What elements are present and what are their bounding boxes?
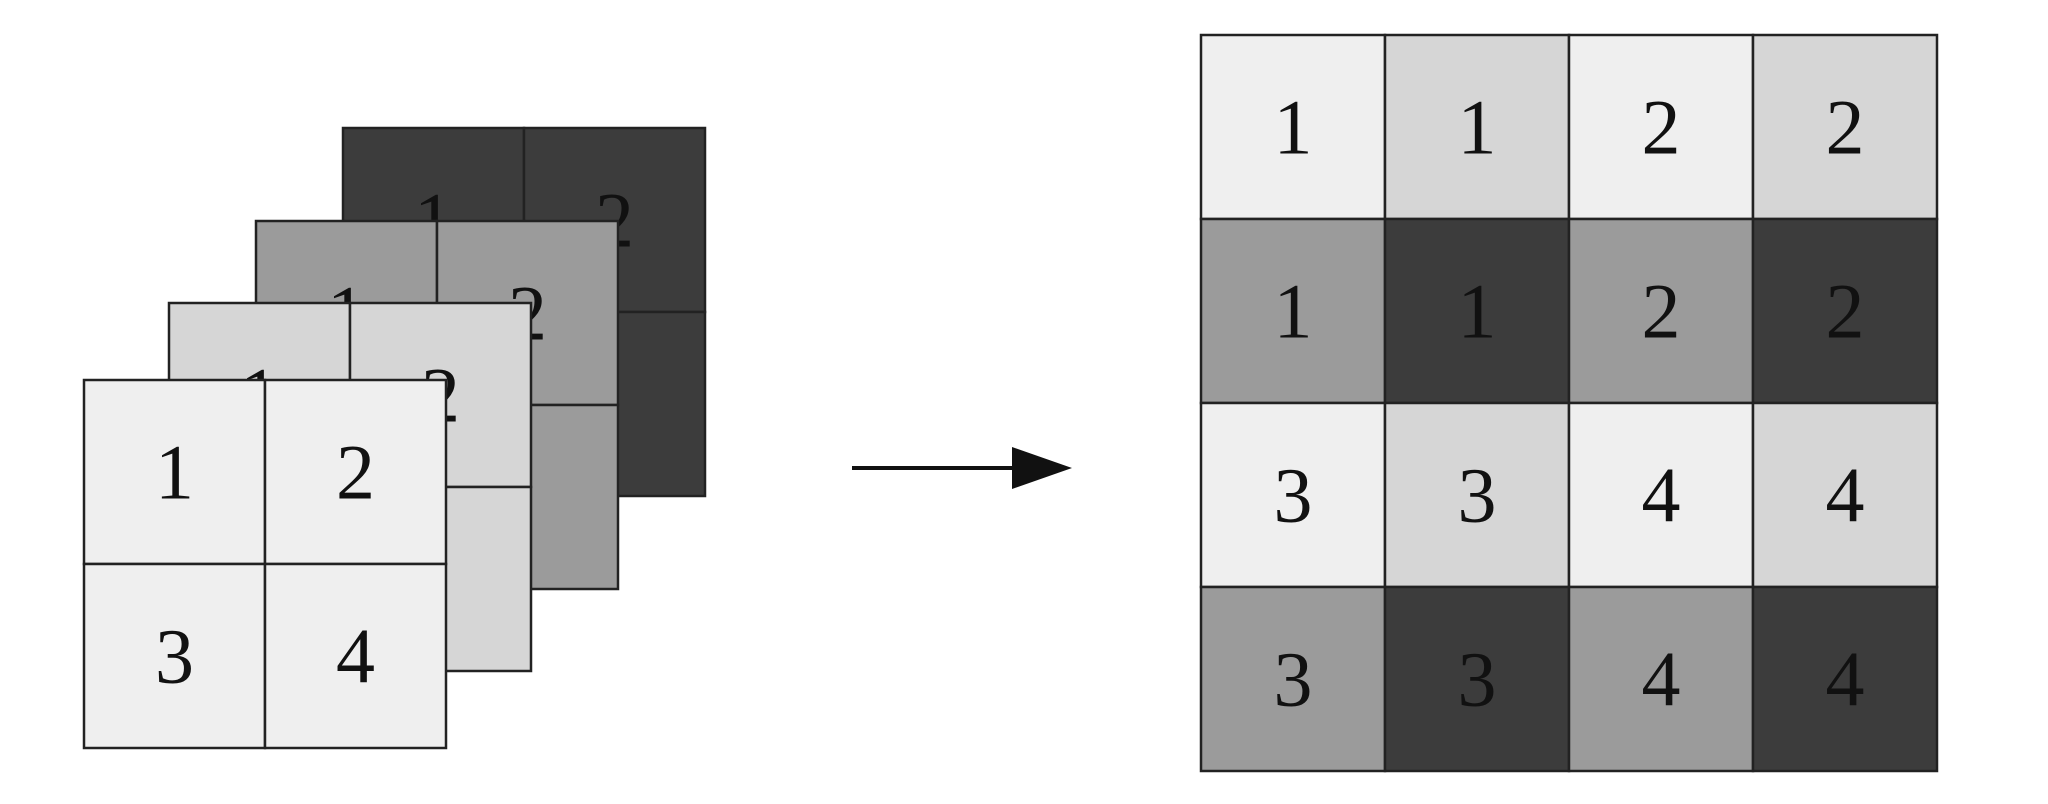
cell-rect [263,562,448,750]
cell-rect [82,562,267,750]
output-cell: 3 [1199,401,1387,589]
cell-label: 1 [1458,268,1497,355]
cell-label: 1 [1274,84,1313,171]
cell-label: 3 [1274,636,1313,723]
cell-rect [1567,217,1755,405]
output-cell: 1 [1199,33,1387,221]
cell-rect [1751,401,1939,589]
output-cell: 3 [1383,401,1571,589]
cell-label: 4 [1642,452,1681,539]
cell-label: 4 [1642,636,1681,723]
cell-label: 4 [336,613,375,700]
output-cell: 1 [1383,217,1571,405]
cell-rect [263,378,448,566]
cell-label: 1 [1458,84,1497,171]
cell-label: 4 [1826,452,1865,539]
cell-label: 2 [1642,268,1681,355]
cell-label: 4 [1826,636,1865,723]
output-cell: 4 [1567,585,1755,773]
cell-rect [1199,585,1387,773]
cell-label: 3 [155,613,194,700]
cell-label: 2 [336,429,375,516]
output-cell: 4 [1751,401,1939,589]
output-cell: 3 [1199,585,1387,773]
cell-rect [1751,217,1939,405]
cell-rect [1751,33,1939,221]
cell-rect [1199,217,1387,405]
input-layer-1-cell: 2 [263,378,448,566]
cell-rect [1567,401,1755,589]
transform-arrow [852,447,1072,489]
cell-label: 2 [1826,268,1865,355]
cell-rect [82,378,267,566]
cell-rect [1199,401,1387,589]
output-cell: 4 [1567,401,1755,589]
cell-label: 1 [155,429,194,516]
output-cell: 1 [1383,33,1571,221]
output-cell: 1 [1199,217,1387,405]
input-layer-1-cell: 1 [82,378,267,566]
input-layer-1-cell: 3 [82,562,267,750]
arrow-head [1012,447,1072,489]
output-cell: 2 [1567,33,1755,221]
cell-label: 2 [1642,84,1681,171]
output-cell: 3 [1383,585,1571,773]
cell-label: 3 [1458,636,1497,723]
cell-label: 2 [1826,84,1865,171]
input-layer-1-cell: 4 [263,562,448,750]
output-cell: 2 [1567,217,1755,405]
cell-label: 3 [1274,452,1313,539]
input-feature-stack: 1212121234 [82,126,707,750]
cell-rect [1383,585,1571,773]
output-cell: 4 [1751,585,1939,773]
cell-rect [1567,585,1755,773]
cell-rect [1383,33,1571,221]
input-layer-1: 1 2 3 4 [82,378,448,750]
output-grid: 1 1 2 2 1 1 2 2 3 3 4 4 3 3 4 4 [1199,33,1939,773]
cell-rect [1751,585,1939,773]
cell-label: 3 [1458,452,1497,539]
output-cell: 2 [1751,33,1939,221]
cell-label: 1 [1274,268,1313,355]
output-cell: 2 [1751,217,1939,405]
